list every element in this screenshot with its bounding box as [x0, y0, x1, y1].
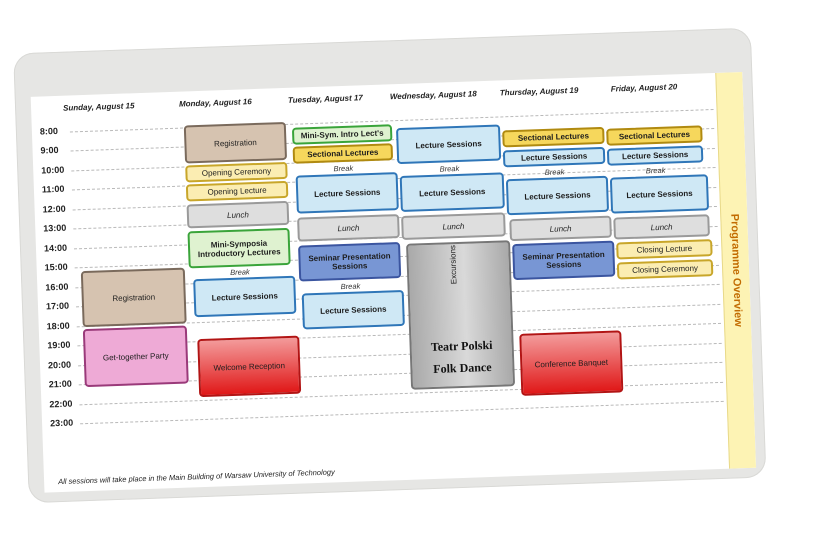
hour-label: 17:00 — [45, 300, 70, 312]
event-registration-monday: Registration — [183, 121, 288, 164]
programme-sheet: Programme Overview Sunday, August 15 Mon… — [30, 71, 757, 493]
event-lecture-sessions-wednesday-2: Lecture Sessions — [399, 172, 505, 212]
event-opening-lecture: Opening Lecture — [185, 180, 289, 202]
event-lecture-sessions-tuesday-2: Lecture Sessions — [301, 289, 405, 330]
event-seminar-tuesday: Seminar Presentation Sessions — [298, 242, 402, 282]
hour-label: 20:00 — [47, 359, 72, 371]
side-title-strip: Programme Overview — [715, 71, 757, 469]
event-mini-sym-intro: Mini-Sym. Intro Lect's — [291, 124, 393, 145]
grid-line — [79, 381, 724, 406]
event-lunch-thursday: Lunch — [509, 215, 612, 242]
event-lecture-sessions-tuesday: Lecture Sessions — [295, 172, 399, 214]
grid-line — [80, 400, 724, 425]
hour-label: 23:00 — [49, 417, 74, 429]
event-seminar-thursday: Seminar Presentation Sessions — [512, 240, 616, 281]
event-lecture-sessions-thursday-2: Lecture Sessions — [505, 175, 610, 216]
excursions-label: Excursions — [448, 244, 459, 285]
event-lecture-sessions-friday-2: Lecture Sessions — [609, 174, 710, 214]
side-title: Programme Overview — [728, 213, 745, 328]
hour-label: 21:00 — [48, 378, 72, 390]
day-header-sunday: Sunday, August 15 — [62, 101, 135, 113]
hour-label: 22:00 — [49, 398, 73, 410]
hour-label: 13:00 — [43, 222, 67, 234]
event-opening-ceremony: Opening Ceremony — [185, 161, 288, 183]
event-lecture-sessions-thursday: Lecture Sessions — [502, 146, 606, 168]
event-conference-banquet: Conference Banquet — [519, 330, 624, 396]
event-lunch-wednesday: Lunch — [401, 212, 506, 240]
event-welcome-reception: Welcome Reception — [197, 335, 302, 398]
teatr-polski-label: Teatr Polski — [430, 337, 493, 355]
event-excursions-block: Excursions Teatr Polski Folk Dance — [406, 240, 516, 390]
hour-label: 18:00 — [46, 320, 70, 332]
hour-label: 19:00 — [47, 339, 71, 351]
day-header-wednesday: Wednesday, August 18 — [389, 89, 477, 102]
hour-label: 12:00 — [42, 203, 66, 215]
programme-card: Programme Overview Sunday, August 15 Mon… — [13, 27, 767, 504]
event-registration-sunday: Registration — [80, 267, 187, 328]
day-header-monday: Monday, August 16 — [178, 97, 252, 109]
hour-label: 9:00 — [40, 144, 59, 156]
hour-label: 15:00 — [44, 261, 68, 273]
hour-label: 8:00 — [39, 125, 59, 137]
hour-label: 14:00 — [43, 242, 68, 254]
hour-label: 11:00 — [41, 183, 65, 195]
hour-label: 16:00 — [45, 281, 69, 293]
event-lunch-friday: Lunch — [613, 214, 710, 240]
day-header-thursday: Thursday, August 19 — [499, 85, 579, 98]
day-header-friday: Friday, August 20 — [610, 82, 678, 94]
event-get-together-party: Get-together Party — [82, 325, 189, 388]
event-closing-lecture: Closing Lecture — [616, 239, 713, 260]
day-header-tuesday: Tuesday, August 17 — [287, 93, 363, 105]
event-closing-ceremony: Closing Ceremony — [616, 259, 714, 280]
event-mini-symposia: Mini-Symposia Introductory Lectures — [187, 227, 291, 269]
event-sectional-lectures-friday: Sectional Lectures — [606, 125, 703, 146]
event-lecture-sessions-friday: Lecture Sessions — [606, 145, 704, 166]
event-lunch-tuesday: Lunch — [297, 214, 400, 242]
hour-label: 10:00 — [41, 164, 65, 176]
event-lunch-monday: Lunch — [186, 200, 290, 229]
event-lecture-sessions-wednesday: Lecture Sessions — [395, 124, 502, 165]
event-sectional-lectures-tuesday: Sectional Lectures — [292, 143, 394, 164]
footer-note: All sessions will take place in the Main… — [57, 467, 335, 487]
folk-dance-label: Folk Dance — [433, 359, 492, 376]
event-lecture-sessions-monday: Lecture Sessions — [193, 275, 297, 318]
event-sectional-lectures-thursday: Sectional Lectures — [502, 126, 605, 148]
